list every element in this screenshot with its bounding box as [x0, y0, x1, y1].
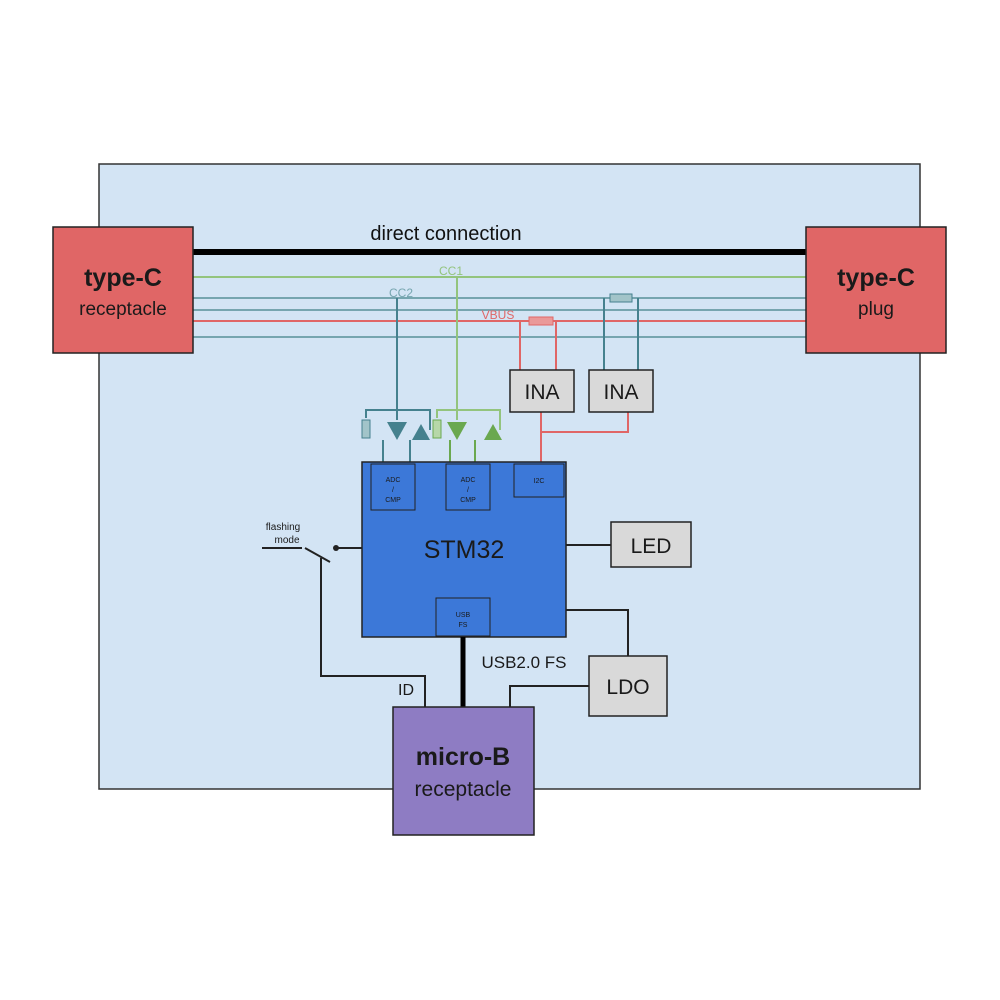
adc1-line1: ADC [386, 477, 401, 484]
ldo-wire-bottom [509, 685, 589, 707]
direct-connection-label: direct connection [370, 223, 521, 245]
flashing-switch-lever [304, 547, 331, 563]
typec-receptacle-block [52, 226, 194, 354]
led-block [610, 521, 692, 568]
vbus-shunt [528, 316, 554, 326]
adc2-line1: ADC [461, 477, 476, 484]
flashing-mode-line1: flashing [266, 522, 300, 533]
flashing-mode-line2: mode [274, 535, 299, 546]
led-label: LED [631, 535, 672, 558]
cc2-divider-wire [365, 409, 431, 430]
cc2-diode [387, 422, 407, 440]
cc2-arrow [412, 424, 430, 440]
typec-receptacle-title: type-C [84, 264, 162, 292]
usb-fs-line1: USB [456, 612, 471, 619]
stm32-i2c [513, 463, 565, 498]
cc1-resistor [432, 419, 442, 439]
shunt-2 [609, 293, 633, 303]
ina-label-1: INA [524, 381, 559, 404]
typec-plug-title: type-C [837, 264, 915, 292]
ldo-block [588, 655, 668, 717]
i2c-label: I2C [534, 478, 545, 485]
adc1-line3: CMP [385, 497, 401, 504]
stm32-adc-cmp-2 [445, 463, 491, 511]
id-wire [320, 558, 426, 707]
adc2-line2: / [467, 487, 469, 494]
typec-receptacle-subtitle: receptacle [79, 299, 167, 320]
ldo-label: LDO [606, 676, 649, 699]
usb-bus-label: USB2.0 FS [481, 653, 566, 672]
ina-block-1 [509, 369, 575, 413]
cc1-arrow [484, 424, 502, 440]
cc2-resistor [361, 419, 371, 439]
flashing-switch-node [333, 545, 339, 551]
ldo-wire-top [566, 609, 629, 656]
stm32-adc-cmp-1 [370, 463, 416, 511]
vbus-label: VBUS [482, 308, 515, 322]
adc1-line2: / [392, 487, 394, 494]
usb-fs-line2: FS [459, 622, 468, 629]
cc1-divider-wire [436, 409, 501, 430]
stm32-usb-fs [435, 597, 491, 637]
stm32-title: STM32 [424, 536, 505, 564]
cc1-label: CC1 [439, 264, 463, 278]
microb-subtitle: receptacle [415, 778, 512, 801]
ina-block-2 [588, 369, 654, 413]
microb-block [392, 706, 535, 836]
microb-title: micro-B [416, 743, 510, 771]
id-label: ID [398, 682, 414, 699]
typec-plug-subtitle: plug [858, 299, 894, 320]
cc1-diode [447, 422, 467, 440]
ina-label-2: INA [603, 381, 638, 404]
i2c-wire-2 [541, 412, 629, 433]
typec-plug-block [805, 226, 947, 354]
adc2-line3: CMP [460, 497, 476, 504]
cc2-label: CC2 [389, 286, 413, 300]
